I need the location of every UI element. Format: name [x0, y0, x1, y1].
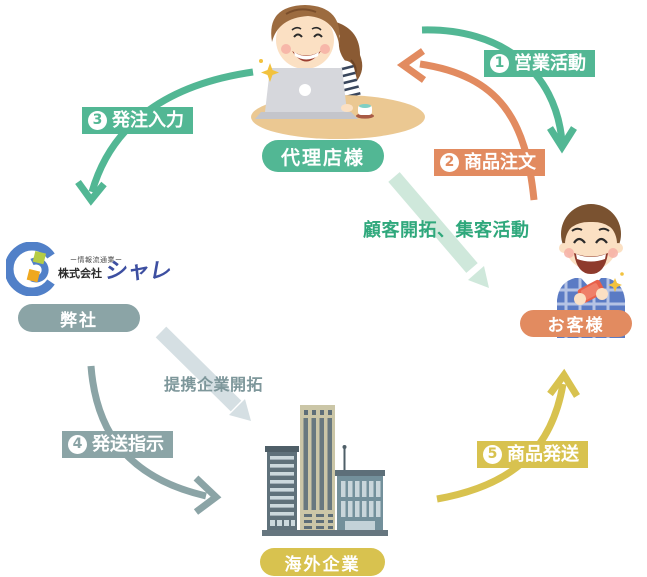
- step-4-text: 発送指示: [92, 434, 164, 455]
- step-5-number: 5: [483, 445, 502, 464]
- step-1-number: 1: [490, 54, 509, 73]
- step-2-product-order-label: 2 商品注文: [434, 149, 545, 176]
- node-agency: 代理店様: [262, 140, 384, 172]
- logo-company-prefix: 株式会社: [58, 267, 102, 280]
- node-our-company: 弊社: [18, 304, 140, 332]
- annotation-customer-development: 顧客開拓、集客活動: [363, 220, 530, 241]
- step-3-number: 3: [88, 111, 107, 130]
- node-overseas-company: 海外企業: [260, 548, 385, 576]
- step-1-sales-activity-label: 1 営業活動: [484, 50, 595, 77]
- logo-mark-icon: [6, 242, 55, 296]
- woman-hair: [271, 5, 340, 44]
- sparkle-icon: [259, 59, 279, 82]
- arrow-step5-product-shipping: [436, 368, 580, 503]
- wide-arrow-customer-development: [388, 172, 489, 288]
- building-middle: [300, 405, 335, 530]
- overseas-illustration: [262, 405, 388, 536]
- logo-industry-text: ー情報流通業ー: [70, 256, 123, 264]
- ground: [262, 530, 388, 536]
- annotation-partner-development: 提携企業開拓: [164, 375, 264, 394]
- company-logo: ー情報流通業ー 株式会社 シャレ: [6, 240, 176, 300]
- sparkle-icon: [608, 272, 624, 292]
- node-customer: お客様: [520, 310, 632, 337]
- step-5-text: 商品発送: [507, 444, 579, 465]
- man-happy-eyes: [573, 237, 608, 244]
- agency-illustration: [251, 5, 425, 139]
- building-left: [265, 446, 299, 530]
- step-1-text: 営業活動: [514, 53, 586, 74]
- step-3-text: 発注入力: [112, 110, 184, 131]
- wide-arrow-partner-development: [155, 326, 251, 421]
- laptop-icon: [255, 68, 358, 119]
- arrow-step3-order-entry: [75, 68, 254, 206]
- step-2-text: 商品注文: [464, 152, 536, 173]
- building-right: [335, 445, 385, 530]
- woman-face: [276, 11, 334, 69]
- logo-company-name: シャレ: [103, 259, 174, 284]
- arrow-step1-sales-activity: [421, 26, 577, 154]
- step-3-order-entry-label: 3 発注入力: [82, 107, 193, 134]
- step-2-number: 2: [440, 153, 459, 172]
- step-4-number: 4: [68, 435, 87, 454]
- step-4-shipping-instruction-label: 4 発送指示: [62, 431, 173, 458]
- step-5-product-shipping-label: 5 商品発送: [477, 441, 588, 468]
- teacup-icon: [356, 104, 374, 119]
